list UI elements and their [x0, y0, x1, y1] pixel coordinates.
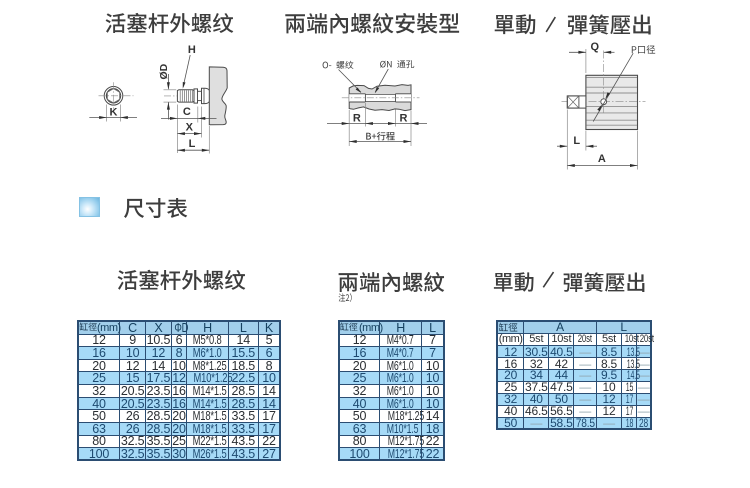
svg-text:C: C	[183, 106, 191, 118]
svg-text:A: A	[598, 153, 606, 165]
svg-text:R: R	[400, 112, 408, 124]
svg-text:L: L	[573, 135, 580, 147]
svg-text:L: L	[189, 138, 196, 150]
svg-text:R: R	[353, 112, 361, 124]
svg-text:Q: Q	[591, 41, 600, 53]
svg-text:ØD: ØD	[158, 63, 170, 79]
svg-text:H: H	[188, 44, 196, 56]
svg-text:K: K	[110, 106, 118, 118]
svg-text:X: X	[186, 121, 194, 133]
